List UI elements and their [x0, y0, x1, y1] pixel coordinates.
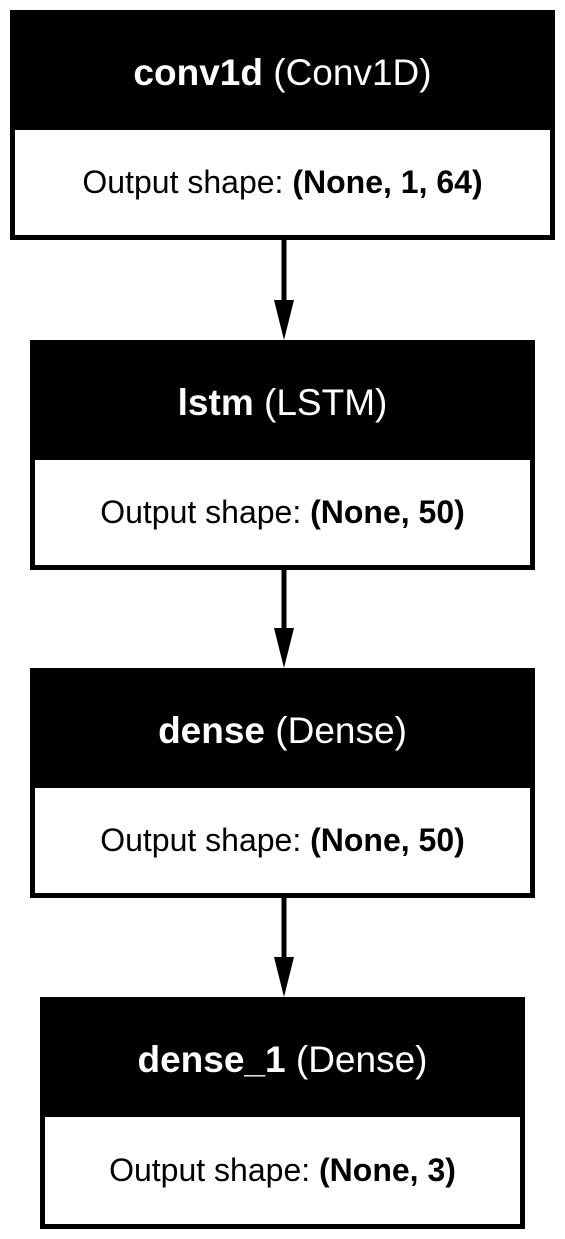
layer-output-shape: Output shape: (None, 1, 64) — [15, 130, 550, 235]
layer-name: dense_1 — [137, 1038, 286, 1080]
layer-type: (LSTM) — [264, 381, 388, 423]
layer-node-dense: dense (Dense) Output shape: (None, 50) — [30, 668, 535, 898]
layer-name: dense — [158, 709, 266, 751]
layer-header: dense (Dense) — [35, 673, 530, 788]
layer-header: conv1d (Conv1D) — [15, 15, 550, 130]
layer-header: dense_1 (Dense) — [45, 1002, 520, 1117]
layer-type: (Conv1D) — [273, 51, 432, 93]
layer-node-lstm: lstm (LSTM) Output shape: (None, 50) — [30, 340, 535, 570]
output-shape-value: (None, 1, 64) — [292, 164, 483, 200]
output-shape-label: Output shape: — [82, 164, 284, 200]
layer-node-conv1d: conv1d (Conv1D) Output shape: (None, 1, … — [10, 10, 555, 240]
output-shape-value: (None, 50) — [310, 494, 465, 530]
output-shape-label: Output shape: — [100, 494, 302, 530]
output-shape-label: Output shape: — [100, 822, 302, 858]
layer-node-dense-1: dense_1 (Dense) Output shape: (None, 3) — [40, 997, 525, 1229]
arrow-down-icon — [274, 240, 294, 340]
output-shape-value: (None, 3) — [319, 1152, 456, 1188]
layer-output-shape: Output shape: (None, 50) — [35, 460, 530, 565]
output-shape-value: (None, 50) — [310, 822, 465, 858]
layer-output-shape: Output shape: (None, 3) — [45, 1117, 520, 1224]
layer-header: lstm (LSTM) — [35, 345, 530, 460]
layer-type: (Dense) — [275, 709, 407, 751]
layer-name: lstm — [177, 381, 254, 423]
layer-name: conv1d — [133, 51, 263, 93]
output-shape-label: Output shape: — [109, 1152, 311, 1188]
arrow-down-icon — [274, 898, 294, 997]
layer-type: (Dense) — [295, 1038, 428, 1080]
arrow-down-icon — [274, 570, 294, 668]
layer-output-shape: Output shape: (None, 50) — [35, 788, 530, 893]
